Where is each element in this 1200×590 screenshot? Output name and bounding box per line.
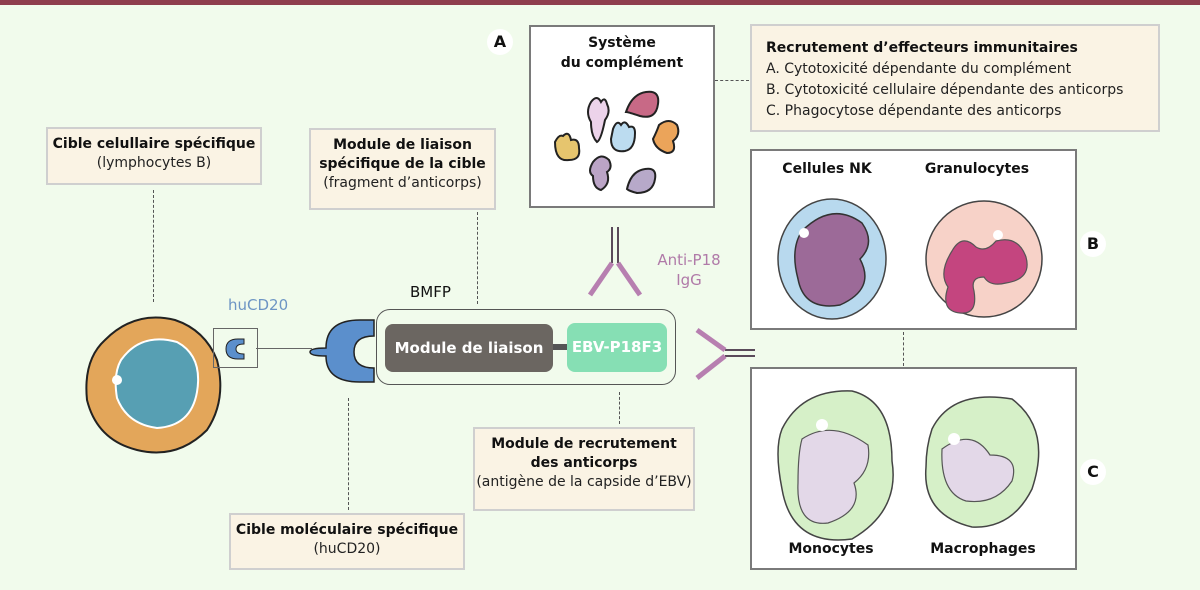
complement-protein-red [624, 90, 660, 118]
molecular-target-label: Cible moléculaire spécifique (huCD20) [229, 513, 465, 570]
effector-item-b: B. Cytotoxicité cellulaire dépendante de… [766, 82, 1124, 98]
complement-title-2: du complément [560, 55, 684, 71]
binding-module-title-1: Module de liaison [333, 137, 472, 153]
monocyte-illustration [777, 390, 1040, 541]
adcc-panel: Cellules NK Granulocytes [750, 149, 1077, 330]
molecular-target-title: Cible moléculaire spécifique [235, 522, 459, 538]
b-lymphocyte-illustration [85, 316, 222, 454]
adcp-panel: Monocytes Macrophages [750, 367, 1077, 570]
recruitment-module-label: Module de recrutement des anticorps (ant… [473, 427, 695, 511]
granulocyte-illustration [925, 200, 1043, 318]
complement-protein-yellow [553, 132, 581, 162]
cellular-target-subtitle: (lymphocytes B) [96, 155, 212, 171]
complement-protein-lavender [625, 167, 657, 195]
complement-protein-pink [587, 97, 610, 144]
hucd20-label: huCD20 [228, 296, 289, 314]
complement-title-1: Système [588, 35, 656, 51]
zoom-connector-line [256, 348, 312, 349]
recruitment-module-subtitle: (antigène de la capside d’EBV) [476, 474, 692, 490]
binding-module-block: Module de liaison [385, 324, 553, 372]
connector-b-c [903, 332, 904, 366]
macrophage-illustration [924, 396, 1040, 528]
complement-panel: Système du complément [529, 25, 715, 208]
connector-recruitment-label [619, 392, 620, 424]
cellular-target-label: Cible celullaire spécifique (lymphocytes… [46, 127, 262, 185]
anti-p18-line-2: IgG [676, 271, 702, 289]
panel-letter-b: B [1080, 231, 1106, 257]
complement-protein-orange [651, 120, 680, 155]
linker [553, 344, 567, 350]
connector-binding-label [477, 212, 478, 304]
bmfp-label: BMFP [410, 283, 451, 301]
binding-module-title-2: spécifique de la cible [319, 156, 486, 172]
recruitment-module-title-2: des anticorps [530, 455, 638, 471]
recruitment-module-title-1: Module de recrutement [491, 436, 677, 452]
hucd20-small-icon [225, 338, 245, 360]
complement-title: Système du complément [531, 33, 713, 73]
effectors-title: Recrutement d’effecteurs immunitaires [766, 40, 1078, 56]
nk-cells-label: Cellules NK [782, 161, 872, 177]
ebv-module-block: EBV-P18F3 [567, 323, 667, 372]
monocytes-label: Monocytes [788, 541, 874, 557]
connector-effectors-label [715, 80, 749, 81]
granulocytes-label: Granulocytes [924, 161, 1030, 177]
complement-protein-blue [609, 121, 637, 153]
panel-letter-a: A [487, 29, 513, 55]
binding-module-subtitle: (fragment d’anticorps) [323, 175, 482, 191]
effector-item-a: A. Cytotoxicité dépendante du complément [766, 61, 1072, 77]
hucd20-large-icon [309, 319, 375, 383]
molecular-target-subtitle: (huCD20) [313, 541, 381, 557]
igg-antibody-horizontal-icon [695, 327, 755, 380]
effectors-label: Recrutement d’effecteurs immunitaires A.… [750, 24, 1160, 132]
effector-item-c: C. Phagocytose dépendante des anticorps [766, 103, 1062, 119]
igg-antibody-vertical-icon [587, 227, 643, 297]
connector-molecular-label [348, 398, 349, 510]
connector-cell-label [153, 190, 154, 302]
complement-proteins-illustration [553, 90, 680, 195]
top-border-bar [0, 0, 1200, 5]
macrophages-label: Macrophages [930, 541, 1036, 557]
binding-module-label: Module de liaison spécifique de la cible… [309, 128, 496, 210]
anti-p18-line-1: Anti-P18 [657, 251, 721, 269]
nk-cell-illustration [777, 198, 1043, 320]
panel-letter-c: C [1080, 459, 1106, 485]
anti-p18-label: Anti-P18 IgG [654, 250, 724, 290]
complement-protein-mauve [589, 155, 612, 192]
cellular-target-title: Cible celullaire spécifique [52, 136, 256, 152]
